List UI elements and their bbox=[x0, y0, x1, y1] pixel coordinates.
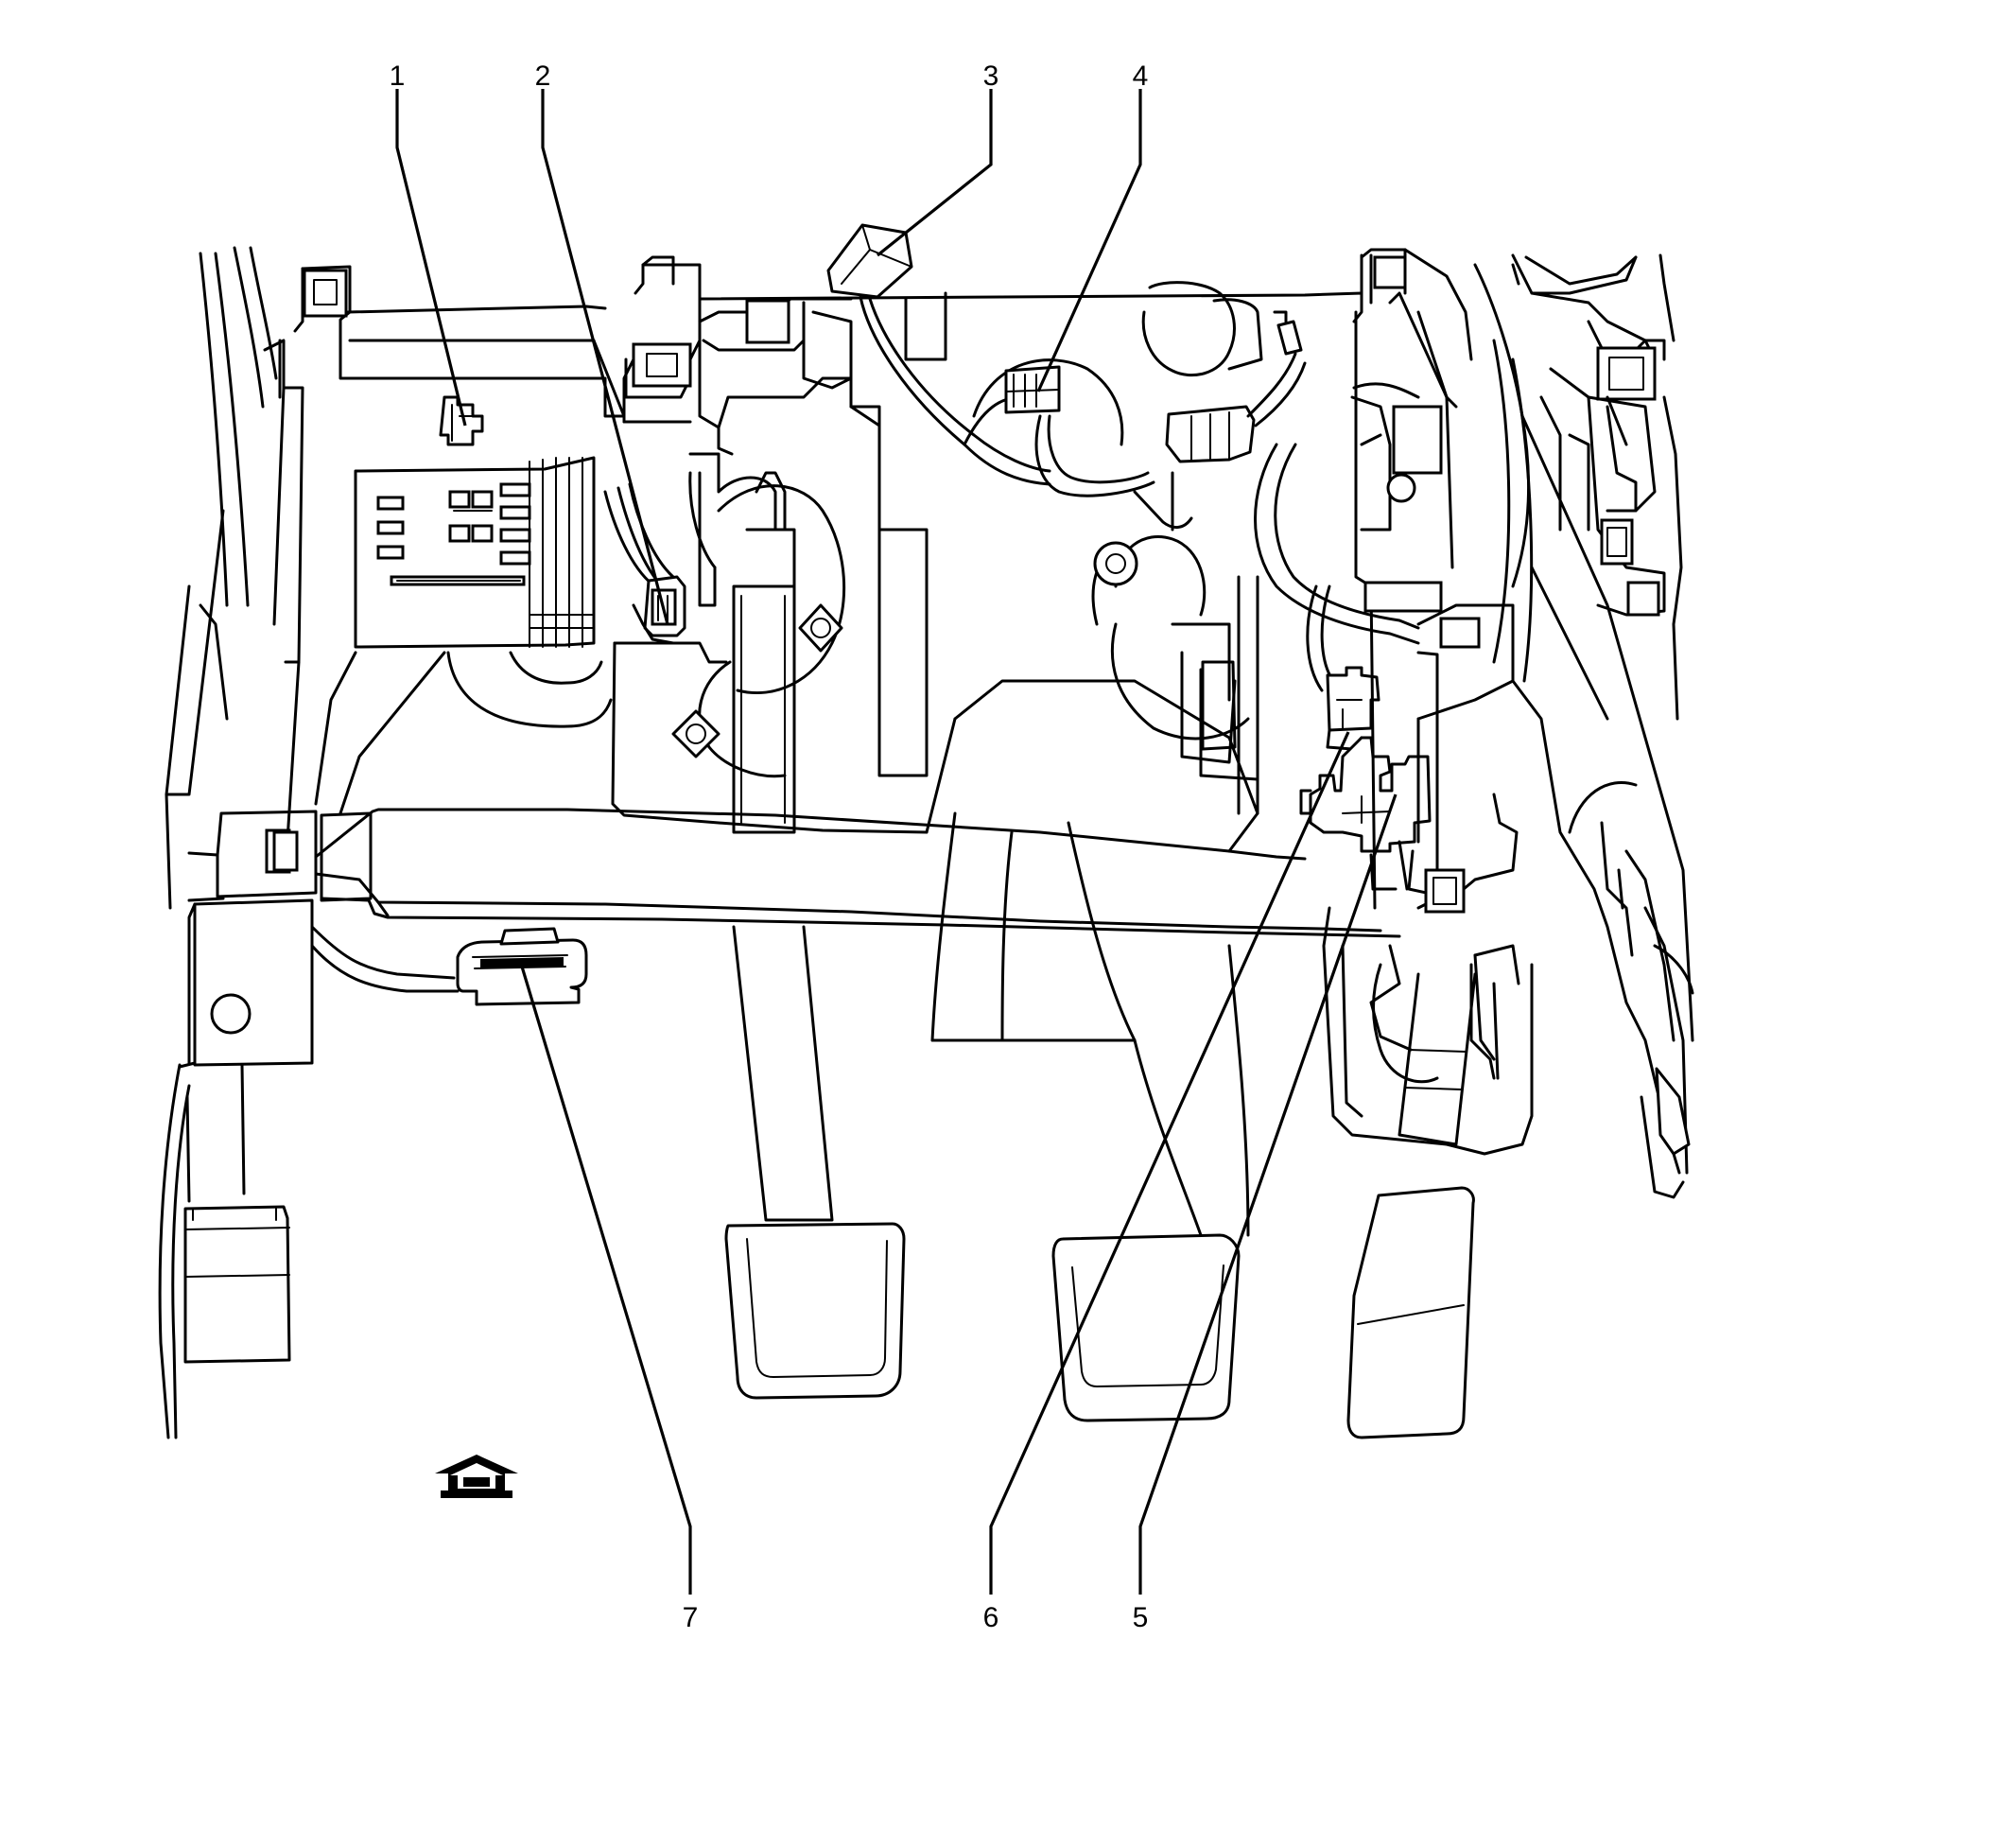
vehicle-front-arrow-icon bbox=[435, 1455, 518, 1498]
upper-right-canister bbox=[1141, 281, 1307, 463]
callout-1: 1 bbox=[390, 61, 406, 92]
leader-1 bbox=[395, 89, 467, 427]
leader-5 bbox=[1138, 793, 1398, 1595]
right-side-structure bbox=[1350, 248, 1694, 1042]
connector-2 bbox=[603, 482, 686, 645]
lower-left-harness-connector bbox=[158, 1063, 291, 1439]
accelerator-pedal bbox=[1346, 944, 1477, 1439]
clutch-pedal-arm bbox=[724, 471, 906, 1400]
connector-1 bbox=[439, 395, 484, 446]
callout-2: 2 bbox=[535, 61, 551, 92]
brake-pedal-arm bbox=[930, 811, 1250, 1422]
callout-leaders bbox=[395, 89, 1398, 1595]
leader-4 bbox=[1036, 89, 1142, 392]
upper-cross-member bbox=[293, 255, 1363, 475]
callout-7: 7 bbox=[683, 1602, 699, 1633]
connector-4-grommet bbox=[963, 358, 1124, 446]
callout-4: 4 bbox=[1133, 61, 1149, 92]
lower-cross-rail bbox=[187, 808, 1401, 938]
leader-3 bbox=[877, 89, 993, 257]
left-pillar-structure bbox=[165, 246, 304, 910]
callout-5: 5 bbox=[1133, 1602, 1149, 1633]
lower-left-bracket bbox=[178, 898, 314, 1069]
connector-7-harness bbox=[310, 925, 588, 1006]
fuse-relay-box bbox=[354, 456, 596, 649]
connector-5 bbox=[1299, 736, 1432, 891]
far-right-lower-bracket bbox=[1549, 774, 1694, 1199]
leader-7 bbox=[520, 966, 692, 1595]
leader-2 bbox=[541, 89, 669, 625]
callout-6: 6 bbox=[983, 1602, 999, 1633]
callout-3: 3 bbox=[983, 61, 999, 92]
leader-6 bbox=[989, 731, 1350, 1595]
pedal-hanger-bracket bbox=[611, 452, 929, 834]
far-right-sidewall bbox=[1511, 253, 1683, 721]
center-mechanism bbox=[802, 301, 1259, 853]
callout-labels: 1 2 3 4 5 6 7 bbox=[390, 61, 1149, 1633]
lower-right-support bbox=[1322, 906, 1534, 1156]
fuse-box-harness-loop bbox=[314, 651, 613, 815]
